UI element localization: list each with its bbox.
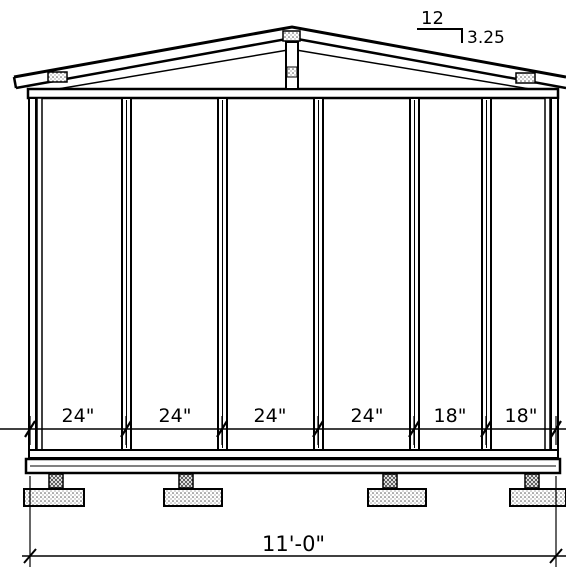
- end-stud-left: [28, 97, 37, 459]
- concrete-block-1: [23, 488, 85, 507]
- roof-pitch-symbol: 12 3.25: [417, 8, 505, 48]
- stud-spacing-label: 18": [505, 405, 538, 427]
- skid-3: [382, 473, 398, 489]
- ridge-post: [285, 41, 299, 90]
- pitch-run: 12: [421, 8, 444, 29]
- roof-blocking: [47, 30, 536, 90]
- ridge-block: [282, 30, 301, 42]
- ridge-post-block: [286, 66, 298, 78]
- concrete-block-2: [163, 488, 223, 507]
- right-eave-block: [515, 72, 536, 84]
- skid-2: [178, 473, 194, 489]
- concrete-block-3: [367, 488, 427, 507]
- overall-dimension-label: 11'-0": [262, 532, 325, 556]
- end-stud-left-inner: [36, 97, 43, 459]
- stud-spacing-label: 18": [434, 405, 467, 427]
- foundation-supports: [23, 473, 566, 507]
- skid-1: [48, 473, 64, 489]
- pitch-rise: 3.25: [467, 28, 505, 48]
- overall-dimension: [22, 476, 566, 567]
- stud-spacing-label: 24": [351, 405, 384, 427]
- stud-spacing-label: 24": [254, 405, 287, 427]
- wall-studs: [121, 97, 492, 451]
- left-eave-block: [47, 71, 68, 83]
- wall-frame: [28, 97, 559, 459]
- end-stud-right-inner: [544, 97, 551, 459]
- stud-spacing-label: 24": [159, 405, 192, 427]
- floor-system: [24, 449, 562, 475]
- concrete-block-4: [509, 488, 566, 507]
- bottom-plate: [28, 449, 559, 459]
- stud-spacing-label: 24": [62, 405, 95, 427]
- end-stud-right: [550, 97, 559, 459]
- stud-spacing-dimensions: 24" 24" 24" 24" 18" 18": [0, 405, 566, 445]
- skid-4: [524, 473, 540, 489]
